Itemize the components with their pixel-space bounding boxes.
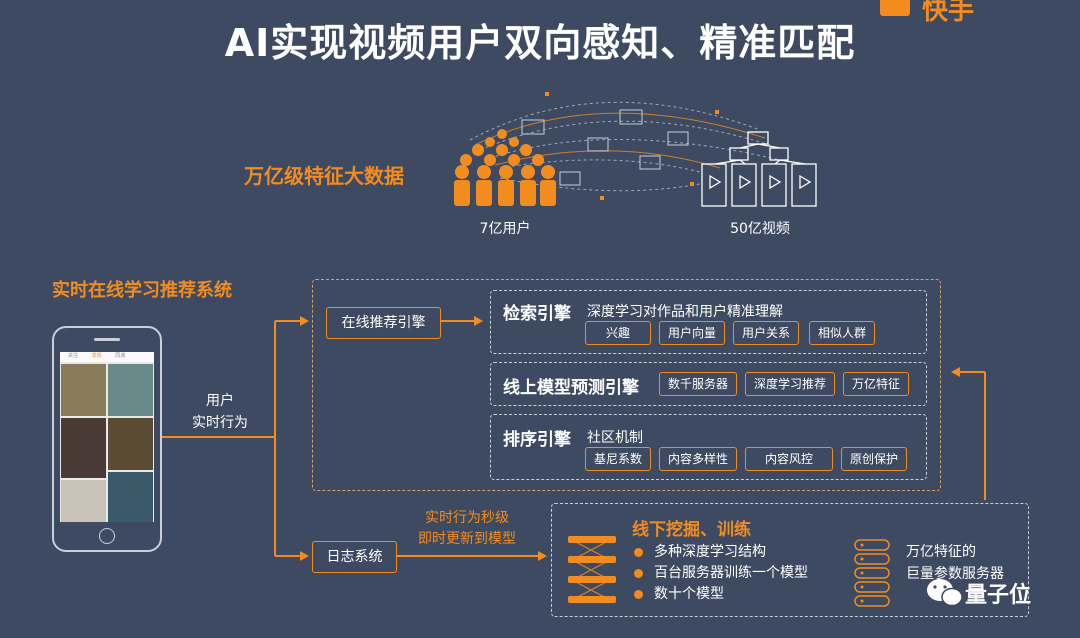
offline-bullet: 百台服务器训练一个模型 [634,563,808,584]
server-note-line2: 巨量参数服务器 [906,566,1004,582]
user-behavior-line1: 用户 [206,393,234,409]
video-thumb[interactable] [61,480,106,522]
predict-tag: 数千服务器 [659,372,737,396]
offline-bullet: 多种深度学习结构 [634,542,808,563]
video-thumb[interactable] [108,364,153,416]
server-note-line1: 万亿特征的 [906,544,976,560]
log-system-box: 日志系统 [312,541,397,573]
brand-logo-icon [880,0,910,16]
rank-tag: 内容多样性 [659,447,737,471]
rank-engine-desc: 社区机制 [587,430,643,446]
offline-region [551,503,1029,617]
big-data-label: 万亿级特征大数据 [244,164,404,188]
phone-tab-follow[interactable]: 关注 [68,353,79,359]
videos-count-label: 50亿视频 [730,221,790,237]
watermark-name: 量子位 [965,583,1032,608]
users-count-label: 7亿用户 [479,221,531,237]
offline-title: 线下挖掘、训练 [632,520,751,540]
model-stack-icon [568,536,616,603]
phone-speaker [94,338,120,341]
server-stack-icon [854,539,890,607]
online-engine-box: 在线推荐引擎 [326,307,441,339]
phone-tab-discover[interactable]: 发现 [91,353,102,359]
search-tag: 用户关系 [733,321,799,345]
user-behavior-line2: 实时行为 [192,415,248,431]
search-tag: 用户向量 [659,321,725,345]
system-title: 实时在线学习推荐系统 [52,280,232,301]
search-engine-desc: 深度学习对作品和用户精准理解 [587,304,783,320]
phone-tab-local[interactable]: 同城 [115,353,126,359]
videos-tree-icon [701,131,817,207]
predict-tag: 深度学习推荐 [745,372,835,396]
rank-engine-panel: 排序引擎 社区机制 基尼系数 内容多样性 内容风控 原创保护 [490,414,927,480]
rank-engine-title: 排序引擎 [503,430,571,450]
page-title: AI实现视频用户双向感知、精准匹配 [224,21,856,65]
offline-bullet: 数十个模型 [634,584,808,605]
user-behavior-label: 用户 实时行为 [180,390,260,434]
search-tag: 兴趣 [585,321,651,345]
predict-engine-panel: 线上模型预测引擎 数千服务器 深度学习推荐 万亿特征 [490,362,927,406]
log-update-line1: 实时行为秒级 [425,510,509,526]
online-region [312,279,941,491]
phone-screen: 关注 发现 同城 [60,352,154,522]
log-update-line2: 即时更新到模型 [418,531,516,547]
search-tag: 相似人群 [809,321,875,345]
wechat-icon [927,579,963,607]
video-thumb[interactable] [61,418,106,478]
video-thumb[interactable] [108,472,153,522]
phone-home-button [99,528,115,544]
users-crowd-icon [454,129,556,206]
phone-mockup: 关注 发现 同城 [52,326,162,552]
log-update-note: 实时行为秒级 即时更新到模型 [412,508,522,550]
rank-tag: 原创保护 [841,447,907,471]
video-thumb[interactable] [108,418,153,470]
search-engine-title: 检索引擎 [503,304,571,324]
phone-tab-bar: 关注 发现 同城 [60,352,154,362]
predict-engine-title: 线上模型预测引擎 [503,378,639,398]
server-note: 万亿特征的 巨量参数服务器 [906,541,1004,585]
video-thumb[interactable] [61,364,106,416]
brand-name: 快手 [922,0,975,26]
rank-tag: 基尼系数 [585,447,651,471]
predict-tag: 万亿特征 [843,372,909,396]
rank-tag: 内容风控 [745,447,833,471]
search-engine-panel: 检索引擎 深度学习对作品和用户精准理解 兴趣 用户向量 用户关系 相似人群 [490,290,927,354]
offline-bullets: 多种深度学习结构 百台服务器训练一个模型 数十个模型 [634,542,808,605]
